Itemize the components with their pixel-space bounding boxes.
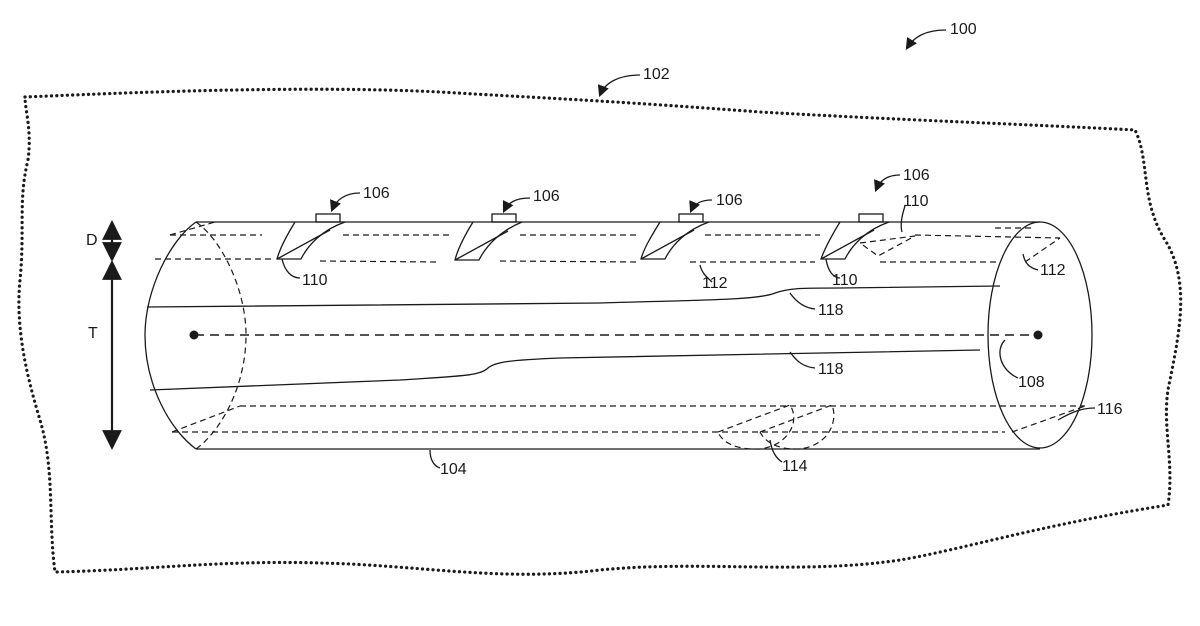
label-fracture-lower: 114 (782, 458, 808, 475)
label-figure-ref: 100 (950, 21, 977, 38)
perforation-4 (820, 213, 916, 260)
axis-point-left (189, 330, 199, 340)
label-axis: 108 (1018, 374, 1045, 391)
axis-point-right (1033, 330, 1043, 340)
flow-path-upper (146, 285, 1001, 308)
label-perforation-3: 106 (716, 192, 743, 209)
label-wellbore: 104 (440, 461, 467, 478)
label-flow-path-lower: 118 (818, 361, 844, 378)
perforation-1 (276, 213, 346, 260)
label-cavity-1: 110 (302, 272, 328, 289)
label-cavity-4-upper: 110 (903, 193, 929, 210)
label-perforation-2: 106 (533, 188, 560, 205)
label-fracture-upper-end: 112 (1040, 262, 1066, 279)
label-perforation-4: 106 (903, 167, 930, 184)
label-fracture-upper-mid: 112 (702, 275, 728, 292)
label-thickness: T (88, 325, 98, 342)
leaders (281, 29, 1096, 469)
lower-fracture-band (171, 405, 1086, 433)
formation-boundary (17, 87, 1183, 576)
label-perforation-1: 106 (363, 185, 390, 202)
perforation-2 (454, 213, 523, 261)
perforation-3 (640, 213, 710, 260)
label-plane: 116 (1097, 401, 1123, 418)
label-depth: D (86, 232, 98, 249)
label-cavity-4: 110 (832, 272, 858, 289)
label-flow-path-upper: 118 (818, 302, 844, 319)
flow-path-lower (149, 349, 981, 391)
upper-fracture-band (155, 221, 1061, 263)
label-formation: 102 (643, 66, 670, 83)
lower-cavity (717, 404, 835, 450)
